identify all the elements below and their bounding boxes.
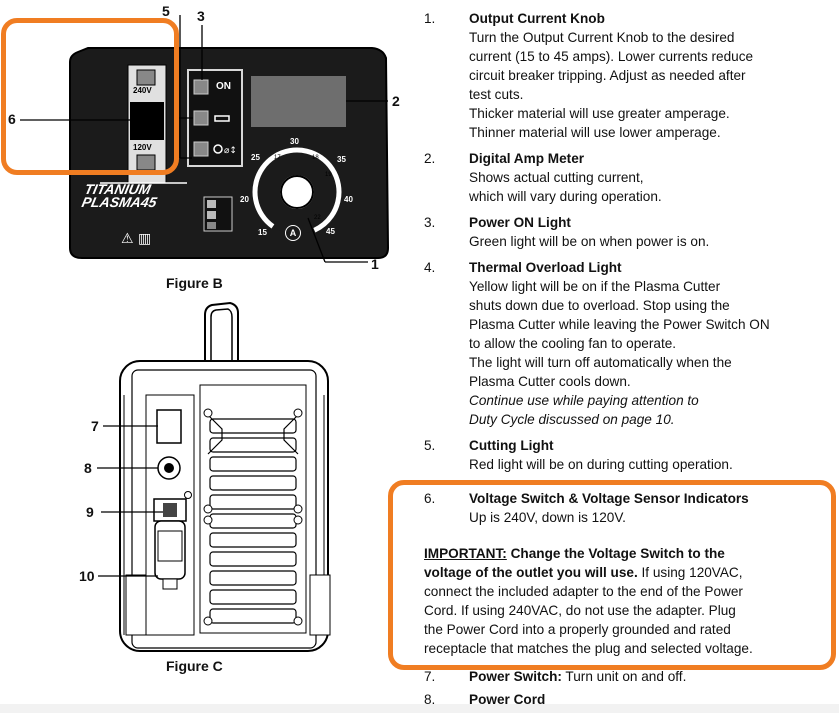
amp-symbol: A — [285, 225, 301, 241]
callout-1: 1 — [371, 256, 379, 272]
on-label: ON — [216, 81, 231, 92]
dial-19: 19 — [325, 172, 332, 178]
figure-b-caption: Figure B — [166, 275, 223, 291]
item-title: Digital Amp Meter — [469, 151, 585, 166]
important-label: IMPORTANT: — [424, 546, 507, 561]
item-line: Green light will be on when power is on. — [469, 234, 710, 249]
important-rest-first: If using 120VAC, — [637, 565, 743, 580]
item-2: 2. Digital Amp Meter Shows actual cuttin… — [424, 149, 836, 206]
callout-8: 8 — [84, 460, 92, 476]
important-note: IMPORTANT: Change the Voltage Switch to … — [424, 544, 836, 658]
item-number: 1. — [424, 11, 436, 26]
item-line: Turn the Output Current Knob to the desi… — [469, 30, 735, 45]
dial-25: 25 — [251, 153, 260, 162]
item-line: current (15 to 45 amps). Lower currents … — [469, 49, 754, 64]
important-line: connect the included adapter to the end … — [424, 584, 743, 599]
item-number: 6. — [424, 491, 436, 506]
voltage-240-label: 240V — [133, 86, 152, 95]
important-line: the Power Cord into a properly grounded … — [424, 622, 731, 637]
item-7: 7. Power Switch: Turn unit on and off. — [424, 667, 836, 686]
item-line: Red light will be on during cutting oper… — [469, 457, 733, 472]
item-line: Thicker material will use greater ampera… — [469, 106, 730, 121]
item-number: 5. — [424, 438, 436, 453]
item-number: 3. — [424, 215, 436, 230]
dial-20: 20 — [240, 195, 249, 204]
item-number: 7. — [424, 669, 436, 684]
item-title: Power ON Light — [469, 215, 571, 230]
callout-10: 10 — [79, 568, 95, 584]
item-4: 4. Thermal Overload Light Yellow light w… — [424, 258, 836, 429]
svg-text:⌀↕: ⌀↕ — [224, 146, 237, 156]
item-line: Plasma Cutter cools down. — [469, 374, 631, 389]
dial-18: 18 — [312, 155, 319, 161]
figure-b-drawing: ⌀↕ TITANIUM PLASMA45 ⚠ ▥ — [20, 15, 390, 263]
important-line: receptacle that matches the plug and sel… — [424, 641, 753, 656]
item-line: test cuts. — [469, 87, 524, 102]
item-number: 2. — [424, 151, 436, 166]
item-line: Plasma Cutter while leaving the Power Sw… — [469, 317, 770, 332]
brand-line1: TITANIUM — [83, 181, 153, 197]
important-bold-1: Change the Voltage Switch to the — [506, 546, 725, 561]
callout-9: 9 — [86, 504, 94, 520]
important-bold-2: voltage of the outlet you will use. — [424, 565, 638, 580]
item-3: 3. Power ON Light Green light will be on… — [424, 213, 836, 251]
item-title: Voltage Switch & Voltage Sensor Indicato… — [469, 491, 749, 506]
item-5: 5. Cutting Light Red light will be on du… — [424, 436, 836, 474]
callout-5: 5 — [162, 3, 170, 19]
item-8: 8. Power Cord — [424, 690, 836, 709]
highlight-box-voltage-switch — [1, 18, 179, 175]
callout-7: 7 — [91, 418, 99, 434]
dial-30: 30 — [290, 137, 299, 146]
callout-2: 2 — [392, 93, 400, 109]
figure-c-drawing — [97, 301, 331, 652]
dial-45: 45 — [326, 227, 335, 236]
svg-text:⚠ ▥: ⚠ ▥ — [121, 231, 151, 247]
item-6: 6. Voltage Switch & Voltage Sensor Indic… — [424, 489, 836, 527]
item-number: 4. — [424, 260, 436, 275]
item-note: Duty Cycle discussed on page 10. — [469, 412, 675, 427]
figure-c-caption: Figure C — [166, 658, 223, 674]
item-title: Thermal Overload Light — [469, 260, 622, 275]
item-line: Shows actual cutting current, — [469, 170, 644, 185]
item-title: Cutting Light — [469, 438, 554, 453]
item-1: 1. Output Current Knob Turn the Output C… — [424, 9, 836, 142]
item-line: which will vary during operation. — [469, 189, 662, 204]
dial-35: 35 — [337, 155, 346, 164]
item-line: Up is 240V, down is 120V. — [469, 510, 626, 525]
callout-6: 6 — [8, 111, 16, 127]
dial-40: 40 — [344, 195, 353, 204]
callout-3: 3 — [197, 8, 205, 24]
item-number: 8. — [424, 692, 436, 707]
bottom-scroll-edge — [0, 704, 839, 713]
item-title: Output Current Knob — [469, 11, 605, 26]
item-line: Yellow light will be on if the Plasma Cu… — [469, 279, 721, 294]
item-title: Power Cord — [469, 692, 546, 707]
item-line: Thinner material will use lower amperage… — [469, 125, 721, 140]
dial-15: 15 — [258, 228, 267, 237]
item-line: circuit breaker tripping. Adjust as need… — [469, 68, 746, 83]
highlight-box-voltage-note — [388, 480, 836, 670]
item-note: Continue use while paying attention to — [469, 393, 699, 408]
dial-22: 22 — [314, 215, 321, 221]
item-title: Power Switch: — [469, 669, 562, 684]
item-line: Turn unit on and off. — [561, 669, 687, 684]
important-line: Cord. If using 240VAC, do not use the ad… — [424, 603, 736, 618]
description-list: 1. Output Current Knob Turn the Output C… — [424, 9, 836, 709]
item-line: to allow the cooling fan to operate. — [469, 336, 677, 351]
dial-17: 17 — [274, 155, 281, 161]
voltage-120-label: 120V — [133, 143, 152, 152]
brand-line2: PLASMA45 — [80, 194, 159, 210]
item-line: The light will turn off automatically wh… — [469, 355, 732, 370]
item-line: shuts down due to overload. Stop using t… — [469, 298, 730, 313]
